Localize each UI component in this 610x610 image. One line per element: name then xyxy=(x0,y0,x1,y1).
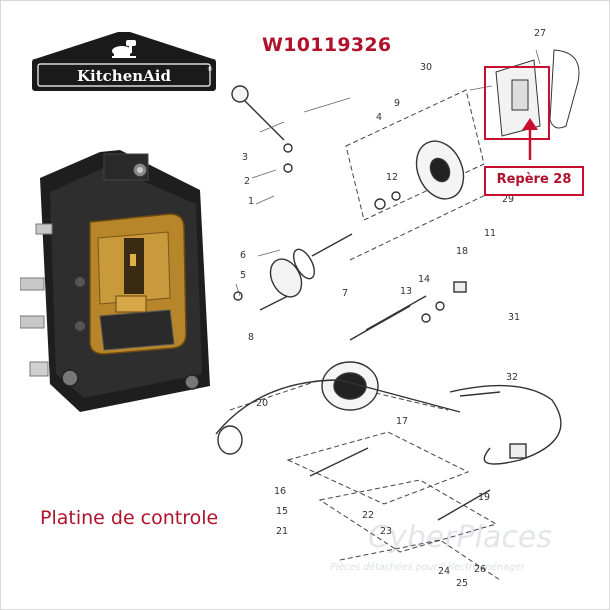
callout-label-box xyxy=(484,166,584,196)
part-label-3: 3 xyxy=(242,152,248,163)
part-label-23: 23 xyxy=(380,526,392,537)
callout-label: Repère 28 xyxy=(496,172,572,187)
part-label-22: 22 xyxy=(362,510,374,521)
part-label-24: 24 xyxy=(438,566,450,577)
part-label-13: 13 xyxy=(400,286,412,297)
part-label-12: 12 xyxy=(386,172,398,183)
part-label-9: 9 xyxy=(394,98,400,109)
part-label-14: 14 xyxy=(418,274,430,285)
part-label-32: 32 xyxy=(506,372,518,383)
part-label-4: 4 xyxy=(376,112,382,123)
part-name: Platine de controle xyxy=(40,507,219,529)
kitchenaid-logo: KitchenAid ® xyxy=(32,32,216,91)
part-label-30: 30 xyxy=(420,62,432,73)
part-label-21: 21 xyxy=(276,526,288,537)
part-label-15: 15 xyxy=(276,506,288,517)
part-label-7: 7 xyxy=(342,288,348,299)
part-label-19: 19 xyxy=(478,492,490,503)
part-label-6: 6 xyxy=(240,250,246,261)
part-number: W10119326 xyxy=(262,34,392,56)
part-label-27: 27 xyxy=(534,28,546,39)
part-label-5: 5 xyxy=(240,270,246,281)
registered-mark: ® xyxy=(207,66,213,73)
part-label-1: 1 xyxy=(248,196,254,207)
part-label-2: 2 xyxy=(244,176,250,187)
part-label-26: 26 xyxy=(474,564,486,575)
logo-wordmark: KitchenAid xyxy=(77,67,171,85)
control-board-photo xyxy=(20,150,210,412)
part-label-25: 25 xyxy=(456,578,468,589)
part-label-18: 18 xyxy=(456,246,468,257)
part-label-16: 16 xyxy=(274,486,286,497)
callout-highlight-box xyxy=(484,66,550,140)
part-label-17: 17 xyxy=(396,416,408,427)
part-label-8: 8 xyxy=(248,332,254,343)
part-label-11: 11 xyxy=(484,228,496,239)
part-label-29: 29 xyxy=(502,194,514,205)
part-label-31: 31 xyxy=(508,312,520,323)
exploded-parts-diagram: 1 2 3 4 5 6 7 8 9 10 11 12 13 14 15 16 1… xyxy=(215,28,580,589)
part-label-20: 20 xyxy=(256,398,268,409)
